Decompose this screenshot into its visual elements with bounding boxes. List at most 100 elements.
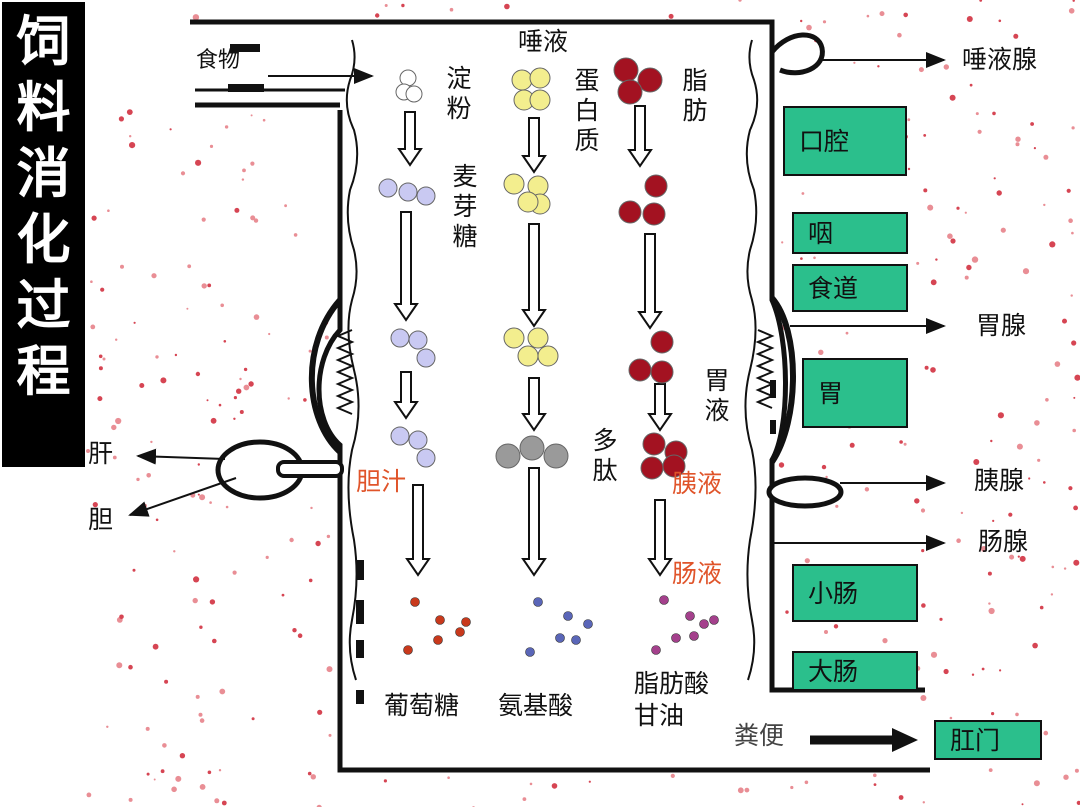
molecule bbox=[527, 327, 549, 349]
speckle bbox=[86, 449, 90, 453]
speckle bbox=[248, 381, 254, 387]
speckle bbox=[175, 775, 182, 782]
intestinal-gland-label: 肠腺 bbox=[978, 527, 1029, 556]
speckle bbox=[1021, 803, 1024, 806]
speckle bbox=[214, 798, 220, 804]
speckle bbox=[1062, 318, 1067, 324]
speckle bbox=[186, 307, 189, 310]
product-dot bbox=[563, 611, 573, 621]
speckle bbox=[1019, 555, 1026, 562]
speckle bbox=[160, 377, 167, 384]
speckle bbox=[328, 733, 332, 737]
speckle bbox=[180, 171, 186, 176]
speckle bbox=[447, 776, 450, 779]
product-dot bbox=[651, 645, 661, 655]
speckle bbox=[243, 367, 248, 372]
page-title: 饲料消化过程 bbox=[2, 2, 85, 404]
speckle bbox=[853, 61, 856, 64]
molecule bbox=[405, 85, 423, 103]
down-arrow bbox=[393, 211, 419, 322]
speckle bbox=[804, 558, 810, 564]
speckle bbox=[218, 769, 222, 772]
speckle bbox=[966, 264, 972, 271]
speckle bbox=[111, 424, 117, 431]
speckle bbox=[923, 134, 927, 137]
title-char: 料 bbox=[16, 75, 71, 139]
speckle bbox=[973, 459, 980, 465]
speckle bbox=[949, 716, 953, 720]
molecule bbox=[511, 69, 533, 91]
speckle bbox=[197, 463, 200, 466]
speckle bbox=[262, 118, 266, 122]
speckle bbox=[192, 597, 198, 604]
speckle bbox=[1072, 0, 1075, 2]
speckle bbox=[128, 797, 133, 802]
speckle bbox=[221, 800, 227, 806]
product-dot bbox=[659, 595, 669, 605]
speckle bbox=[164, 679, 169, 684]
speckle bbox=[924, 365, 929, 370]
speckle bbox=[1033, 147, 1036, 150]
organ-stomach: 胃 bbox=[802, 358, 908, 428]
feed-label: 食物 bbox=[196, 48, 241, 73]
down-arrow bbox=[397, 111, 423, 167]
speckle bbox=[201, 283, 207, 289]
speckle bbox=[943, 668, 949, 675]
speckle bbox=[845, 331, 849, 335]
speckle bbox=[199, 718, 205, 723]
speckle bbox=[199, 625, 203, 629]
speckle bbox=[233, 417, 236, 420]
product-dot bbox=[533, 597, 543, 607]
speckle bbox=[670, 773, 675, 779]
speckle bbox=[250, 114, 253, 117]
speckle bbox=[1017, 530, 1020, 533]
speckle bbox=[821, 464, 827, 470]
speckle bbox=[991, 712, 995, 716]
speckle bbox=[292, 628, 297, 633]
speckle bbox=[289, 537, 294, 543]
molecule bbox=[399, 69, 417, 87]
speckle bbox=[920, 695, 927, 701]
speckle bbox=[91, 215, 97, 221]
speckle bbox=[315, 540, 321, 547]
speckle bbox=[1071, 126, 1075, 130]
molecule bbox=[642, 432, 666, 456]
molecule bbox=[617, 79, 643, 105]
speckle bbox=[174, 353, 178, 357]
speckle bbox=[212, 638, 217, 644]
fatty-acid-label: 脂肪酸 bbox=[634, 669, 710, 698]
speckle bbox=[100, 287, 105, 292]
duct-marks bbox=[228, 44, 776, 704]
speckle bbox=[785, 610, 789, 614]
speckle bbox=[1037, 458, 1041, 462]
speckle bbox=[522, 797, 527, 801]
speckle bbox=[1033, 780, 1040, 787]
gastric-gland-label: 胃腺 bbox=[976, 311, 1027, 340]
speckle bbox=[284, 204, 287, 208]
speckle bbox=[800, 257, 803, 260]
molecule bbox=[495, 443, 521, 469]
title-char: 程 bbox=[16, 339, 71, 403]
speckle bbox=[979, 0, 983, 2]
speckle bbox=[971, 256, 979, 263]
speckle bbox=[866, 14, 870, 18]
speckle bbox=[209, 599, 216, 605]
speckle bbox=[996, 190, 1002, 196]
speckle bbox=[220, 303, 224, 308]
speckle bbox=[1015, 712, 1019, 717]
speckle bbox=[1074, 768, 1079, 773]
speckle bbox=[737, 787, 744, 794]
speckle bbox=[849, 442, 855, 448]
speckle bbox=[97, 396, 103, 402]
speckle bbox=[1068, 218, 1073, 223]
speckle bbox=[210, 417, 217, 424]
feces-label: 粪便 bbox=[734, 721, 785, 750]
molecule bbox=[390, 426, 410, 446]
molecule bbox=[637, 67, 663, 93]
product-dot bbox=[583, 619, 593, 629]
molecule bbox=[390, 328, 410, 348]
speckle bbox=[1008, 512, 1013, 517]
maltose-label: 麦芽糖 bbox=[452, 162, 478, 251]
speckle bbox=[151, 273, 157, 279]
speckle bbox=[824, 630, 828, 634]
